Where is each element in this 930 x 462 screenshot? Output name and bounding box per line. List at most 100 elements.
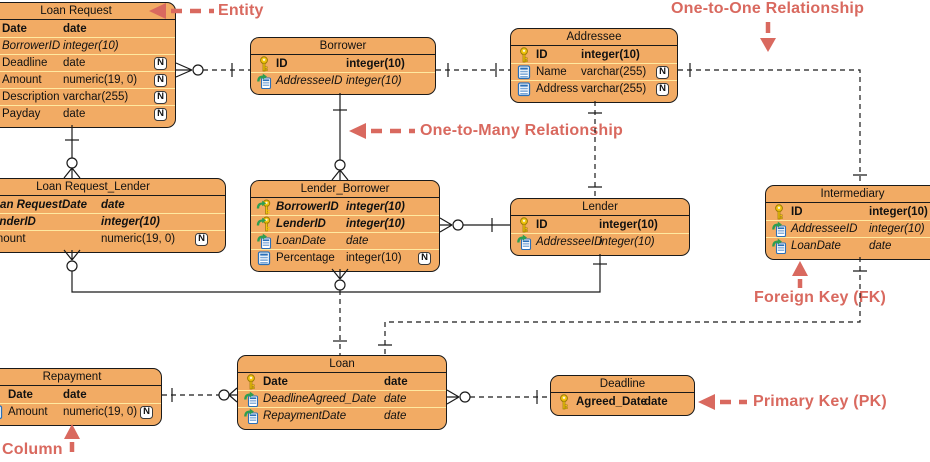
nullable-icon: N <box>656 82 669 96</box>
column-name: Description <box>2 91 60 103</box>
column-type: integer(10) <box>581 48 640 61</box>
column-name: Amount <box>0 233 26 245</box>
column-icon <box>0 405 3 420</box>
table-row: DeadlineAgreed_Date date <box>238 390 446 407</box>
primary-key-icon <box>247 373 255 389</box>
column-name: Name <box>536 66 567 78</box>
column-type: date <box>63 22 87 35</box>
primary-key-icon <box>0 387 4 403</box>
column-type: date <box>869 240 892 252</box>
column-name: Amount <box>2 74 42 86</box>
column-type: integer(10) <box>346 57 405 70</box>
column-name: Amount <box>8 406 48 418</box>
column-type: integer(10) <box>346 218 405 230</box>
column-type: integer(10) <box>346 252 402 264</box>
annotation-foreign-key[interactable]: Foreign Key (FK) <box>754 289 887 306</box>
rel-loanrequest-borrower <box>175 62 250 78</box>
column-type: integer(10) <box>869 205 928 218</box>
primary-key-icon <box>775 203 783 219</box>
entity-loan-request-lender[interactable]: Loan Request_Lender Loan RequestDate dat… <box>0 178 226 253</box>
entity-loan[interactable]: Loan Date date DeadlineAgreed_Date date … <box>237 355 447 430</box>
entity-lender[interactable]: Lender ID integer(10) AddresseeID intege… <box>510 198 690 256</box>
column-type: integer(10) <box>869 223 925 235</box>
table-row: AddresseeID integer(10) <box>511 233 689 250</box>
table-row: ID integer(10) <box>511 216 689 233</box>
primary-key-icon <box>260 55 268 71</box>
column-name: ID <box>791 205 803 218</box>
nullable-icon: N <box>154 107 167 121</box>
column-name: Deadline <box>2 57 48 69</box>
annotation-column[interactable]: Column <box>2 441 63 458</box>
table-row: LoanDate date <box>251 232 439 249</box>
table-row: Date date <box>0 386 161 403</box>
table-row: Date date <box>0 20 175 37</box>
table-row: Payday date N <box>0 105 175 122</box>
foreign-key-icon <box>771 238 787 254</box>
entity-title: Borrower <box>251 38 435 55</box>
entity-title: Intermediary <box>766 186 930 203</box>
entity-title: Lender_Borrower <box>251 181 439 198</box>
column-name: BorrowerID <box>2 40 61 52</box>
table-row: LenderID integer(10) <box>0 213 225 230</box>
one-to-one-arrow <box>760 22 776 52</box>
table-row: Amount numeric(19, 0) N <box>0 230 225 247</box>
entity-title: Repayment <box>0 369 161 386</box>
annotation-primary-key[interactable]: Primary Key (PK) <box>753 393 887 410</box>
column-type: date <box>346 235 369 247</box>
primary-key-icon <box>520 216 528 232</box>
column-name: Payday <box>2 108 41 120</box>
primary-key-icon <box>560 393 568 409</box>
foreign-key-arrow <box>792 261 808 288</box>
table-row: AddresseeID integer(10) <box>251 72 435 89</box>
column-icon <box>257 251 271 266</box>
entity-deadline[interactable]: Deadline Agreed_Date date <box>550 375 695 416</box>
column-name: LenderID <box>0 216 36 228</box>
entity-addressee[interactable]: Addressee ID integer(10) Name varchar(25… <box>510 28 678 103</box>
entity-intermediary[interactable]: Intermediary ID integer(10) AddresseeID … <box>765 185 930 260</box>
column-type: varchar(255) <box>63 91 129 103</box>
column-name: Date <box>263 375 288 388</box>
table-row: Agreed_Date date <box>551 393 694 410</box>
column-type: numeric(19, 0) <box>63 406 138 418</box>
entity-title: Addressee <box>511 29 677 46</box>
rel-addressee-lender <box>588 101 602 198</box>
table-row: AddresseeID integer(10) <box>766 220 930 237</box>
entity-repayment[interactable]: Repayment Date date Amount numeric(19, 0… <box>0 368 162 426</box>
column-type: date <box>101 198 125 211</box>
annotation-one-to-many[interactable]: One-to-Many Relationship <box>420 122 624 139</box>
annotation-entity[interactable]: Entity <box>218 2 264 19</box>
column-type: integer(10) <box>101 216 160 228</box>
table-row: Address varchar(255) N <box>511 80 677 97</box>
entity-title: Loan Request <box>0 3 175 20</box>
table-row: ID integer(10) <box>766 203 930 220</box>
nullable-icon: N <box>140 405 153 419</box>
annotation-one-to-one[interactable]: One-to-One Relationship <box>671 0 865 17</box>
entity-lender-borrower[interactable]: Lender_Borrower BorrowerID integer(10) L… <box>250 180 440 272</box>
column-type: varchar(255) <box>581 66 647 78</box>
foreign-key-icon <box>256 73 272 89</box>
rel-lenderborrower-loan <box>331 268 349 355</box>
column-type: integer(10) <box>63 40 119 52</box>
column-name: Loan RequestDate <box>0 198 87 211</box>
rel-borrower-lenderborrower <box>331 93 349 181</box>
column-name: LenderID <box>276 218 326 230</box>
foreign-key-icon <box>256 233 272 249</box>
column-name: AddresseeID <box>536 236 603 248</box>
column-type: numeric(19, 0) <box>63 74 138 86</box>
column-name: LoanDate <box>276 235 326 247</box>
column-name: BorrowerID <box>276 200 339 213</box>
column-name: LoanDate <box>791 240 841 252</box>
nullable-icon: N <box>154 90 167 104</box>
entity-borrower[interactable]: Borrower ID integer(10) AddresseeID inte… <box>250 37 436 95</box>
column-name: ID <box>536 48 548 61</box>
column-name: Percentage <box>276 252 335 264</box>
column-name: Agreed_Date <box>576 395 647 408</box>
primary-foreign-key-icon <box>256 199 271 214</box>
table-row: LenderID integer(10) <box>251 215 439 232</box>
table-row: ID integer(10) <box>251 55 435 72</box>
entity-title: Deadline <box>551 376 694 393</box>
entity-loan-request[interactable]: Loan Request Date date BorrowerID intege… <box>0 2 176 128</box>
column-name: ID <box>276 57 288 70</box>
table-row: Loan RequestDate date <box>0 196 225 213</box>
